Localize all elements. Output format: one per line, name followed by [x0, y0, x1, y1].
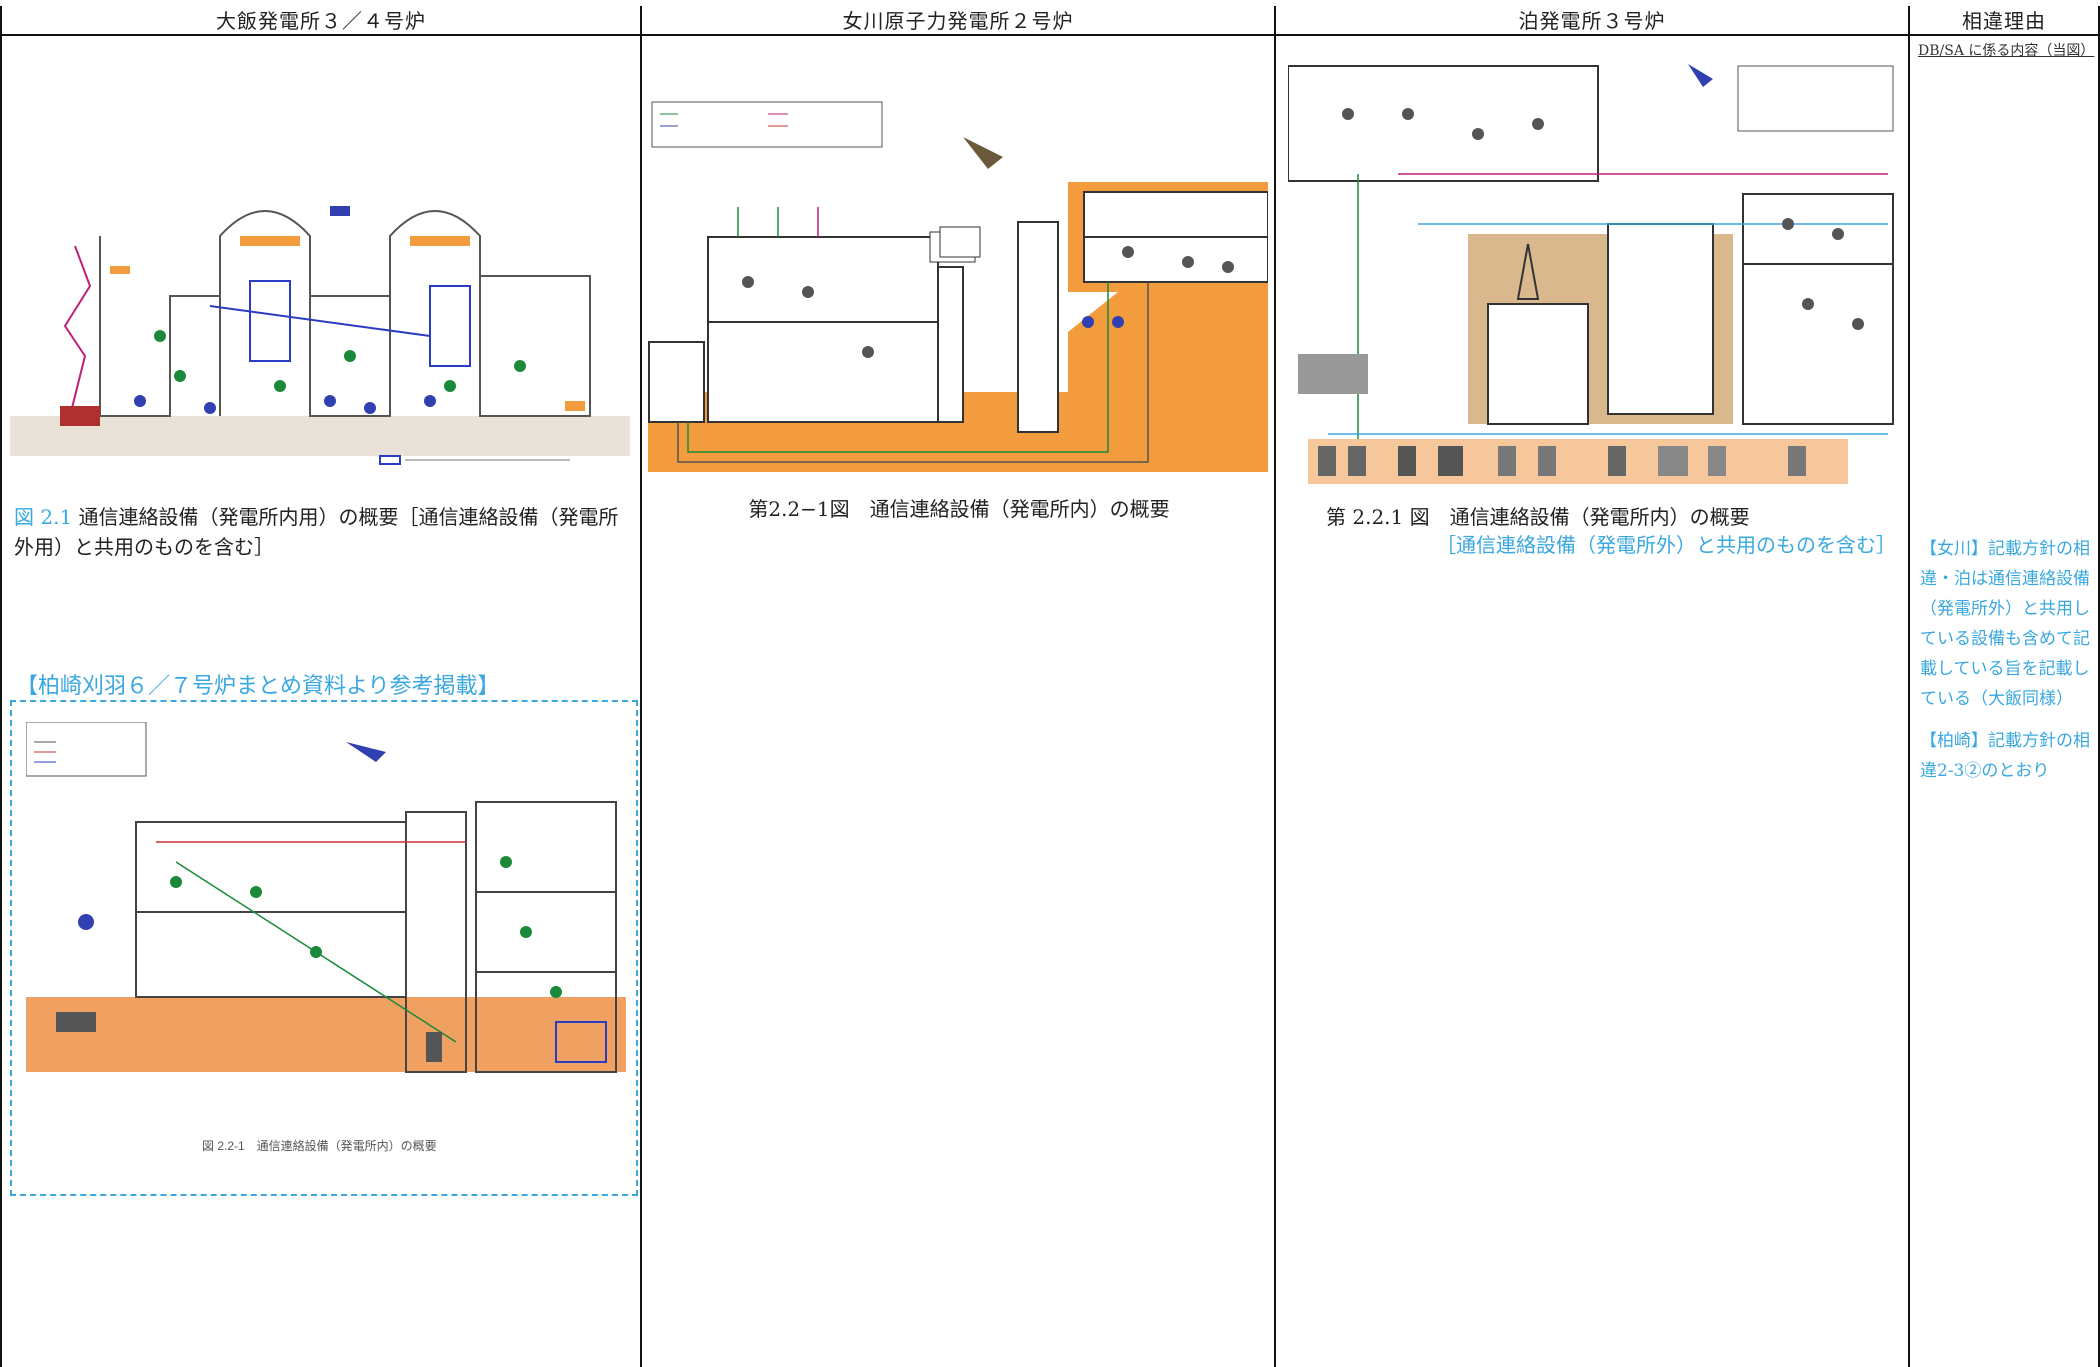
column-header-tomari: 泊発電所３号炉 — [1276, 6, 1908, 36]
column-header-ohi: 大飯発電所３／４号炉 — [2, 6, 640, 36]
comparison-table: 大飯発電所３／４号炉 — [0, 6, 2100, 1367]
column-tomari: 泊発電所３号炉 — [1274, 6, 1908, 1367]
column-header-onagawa: 女川原子力発電所２号炉 — [642, 6, 1274, 36]
onagawa-communication-diagram — [648, 92, 1268, 482]
column-header-reason: 相違理由 — [1910, 6, 2098, 36]
column-onagawa: 女川原子力発電所２号炉 — [640, 6, 1274, 1367]
tomari-figure-caption: 第 2.2.1 図 通信連絡設備（発電所内）の概要 — [1326, 505, 1750, 529]
tomari-communication-diagram — [1288, 54, 1898, 484]
kashiwazaki-figure-caption: 図 2.2-1 通信連絡設備（発電所内）の概要 — [202, 1139, 437, 1153]
kashiwazaki-reference-box: 図 2.2-1 通信連絡設備（発電所内）の概要 — [10, 700, 638, 1196]
ohi-figure-caption: 図 2.1 通信連絡設備（発電所内用）の概要［通信連絡設備（発電所外用）と共用の… — [14, 502, 626, 562]
reason-note-onagawa: 【女川】記載方針の相違・泊は通信連絡設備（発電所外）と共用している設備も含めて記… — [1920, 539, 2090, 709]
reason-note-kashiwazaki: 【柏崎】記載方針の相違2-3②のとおり — [1920, 731, 2090, 781]
column-ohi: 大飯発電所３／４号炉 — [0, 6, 640, 1367]
reason-heading: DB/SA に係る内容（当図） — [1918, 43, 2095, 59]
tomari-figure-caption-sub: ［通信連絡設備（発電所外）と共用のものを含む］ — [1436, 533, 1896, 557]
kashiwazaki-communication-diagram — [26, 722, 626, 1142]
column-reason: 相違理由 DB/SA に係る内容（当図） 【女川】記載方針の相違・泊は通信連絡設… — [1908, 6, 2100, 1367]
kashiwazaki-reference-heading: 【柏崎刈羽６／７号炉まとめ資料より参考掲載】 — [16, 674, 500, 699]
ohi-communication-diagram — [10, 176, 630, 476]
ohi-figure-number: 図 2.1 — [14, 505, 73, 529]
onagawa-figure-caption: 第2.2−1図 通信連絡設備（発電所内）の概要 — [748, 497, 1170, 521]
ohi-figure-title: 通信連絡設備（発電所内用）の概要［通信連絡設備（発電所外用）と共用のものを含む］ — [14, 505, 619, 559]
